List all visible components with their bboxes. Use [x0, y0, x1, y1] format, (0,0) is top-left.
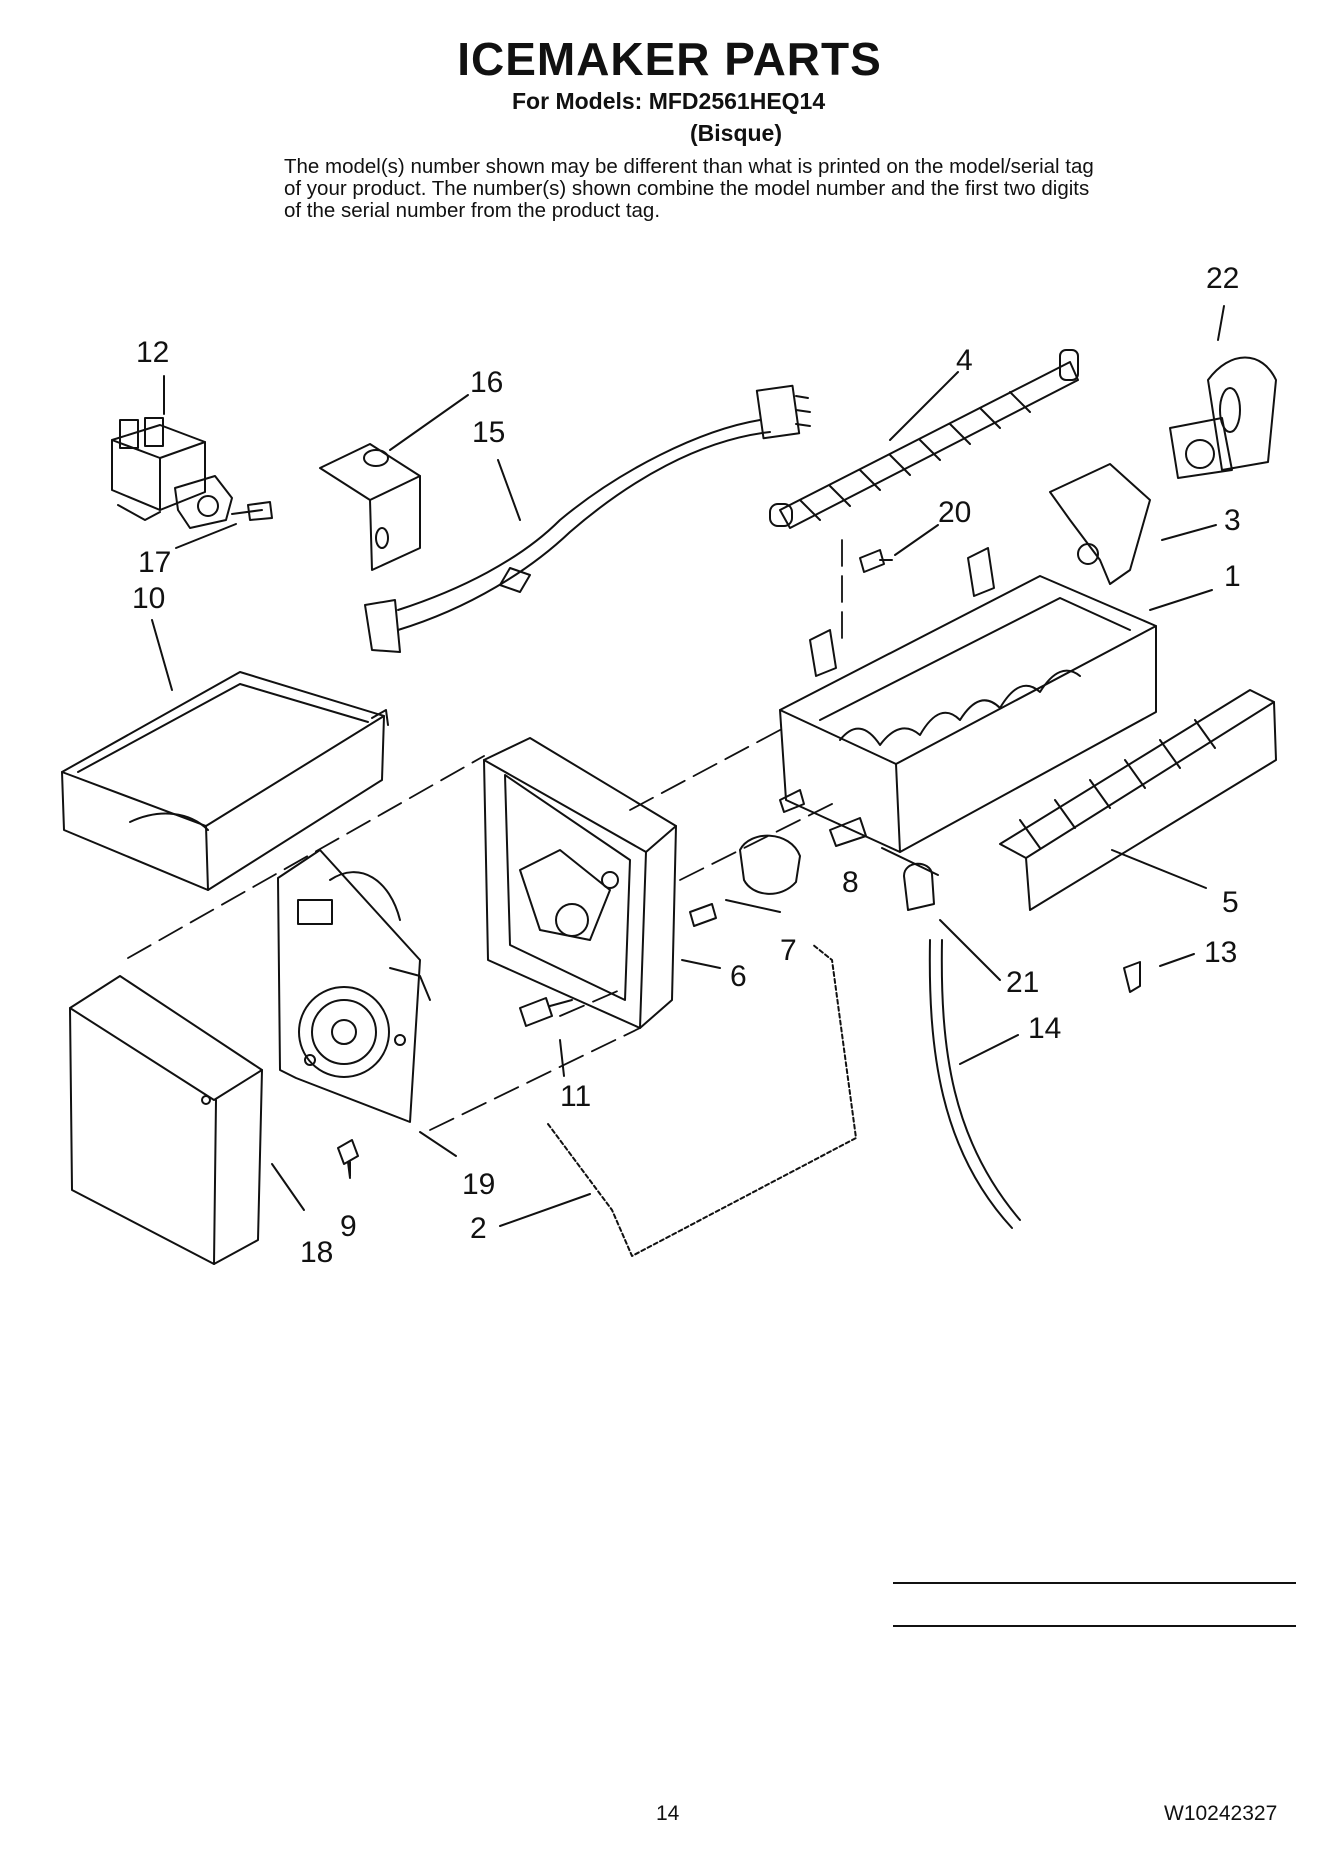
callout-12: 12	[136, 336, 170, 369]
callout-18: 18	[300, 1236, 334, 1269]
screw-20-part	[859, 549, 893, 573]
clip-part	[903, 862, 935, 911]
callout-22: 22	[1206, 262, 1240, 295]
callout-16: 16	[470, 366, 504, 399]
callout-14: 14	[1028, 1012, 1062, 1045]
callout-17: 17	[138, 546, 172, 579]
tube-part	[928, 939, 1021, 1229]
callout-1: 1	[1224, 560, 1241, 593]
callout-7: 7	[780, 934, 797, 967]
page-title: ICEMAKER PARTS	[457, 33, 882, 85]
ice-bin-part	[61, 671, 389, 891]
bracket-3-part	[1049, 463, 1151, 585]
callout-21: 21	[1006, 966, 1040, 999]
callout-13: 13	[1204, 936, 1238, 969]
callout-5: 5	[1222, 886, 1239, 919]
color-line: (Bisque)	[690, 120, 782, 146]
callout-4: 4	[956, 344, 973, 377]
wire-bail-part	[547, 943, 857, 1257]
document-number: W10242327	[1164, 1802, 1278, 1825]
leader-lines	[151, 305, 1225, 1227]
callout-10: 10	[132, 582, 166, 615]
callout-3: 3	[1224, 504, 1241, 537]
page-number: 14	[656, 1802, 680, 1825]
bracket-16-part	[319, 443, 421, 571]
ejector-part	[769, 349, 1079, 529]
callout-20: 20	[938, 496, 972, 529]
screw-11-part	[519, 997, 573, 1027]
callout-15: 15	[472, 416, 506, 449]
blank-line-1	[893, 1582, 1296, 1584]
motor-plate-part	[277, 849, 431, 1123]
wire-harness-part	[364, 384, 811, 653]
callout-8: 8	[842, 866, 859, 899]
housing-part	[483, 737, 677, 1029]
screw-17-part	[231, 501, 273, 521]
callout-9: 9	[340, 1210, 357, 1243]
front-cover-part	[69, 975, 263, 1265]
alignment-lines	[127, 539, 843, 1131]
stripper-part	[999, 689, 1277, 911]
plug-part	[1123, 961, 1141, 993]
screw-9-part	[337, 1139, 359, 1179]
blank-line-2	[893, 1625, 1296, 1627]
callout-6: 6	[730, 960, 747, 993]
thermostat-parts	[689, 789, 867, 927]
callout-19: 19	[462, 1168, 496, 1201]
callout-11: 11	[560, 1080, 592, 1113]
ice-mold-part	[779, 547, 1157, 853]
models-line: For Models: MFD2561HEQ14	[512, 88, 826, 114]
disclaimer-text: The model(s) number shown may be differe…	[284, 155, 1094, 222]
callout-2: 2	[470, 1212, 487, 1245]
fill-cup-part	[1169, 356, 1277, 479]
water-valve-part	[111, 417, 233, 529]
